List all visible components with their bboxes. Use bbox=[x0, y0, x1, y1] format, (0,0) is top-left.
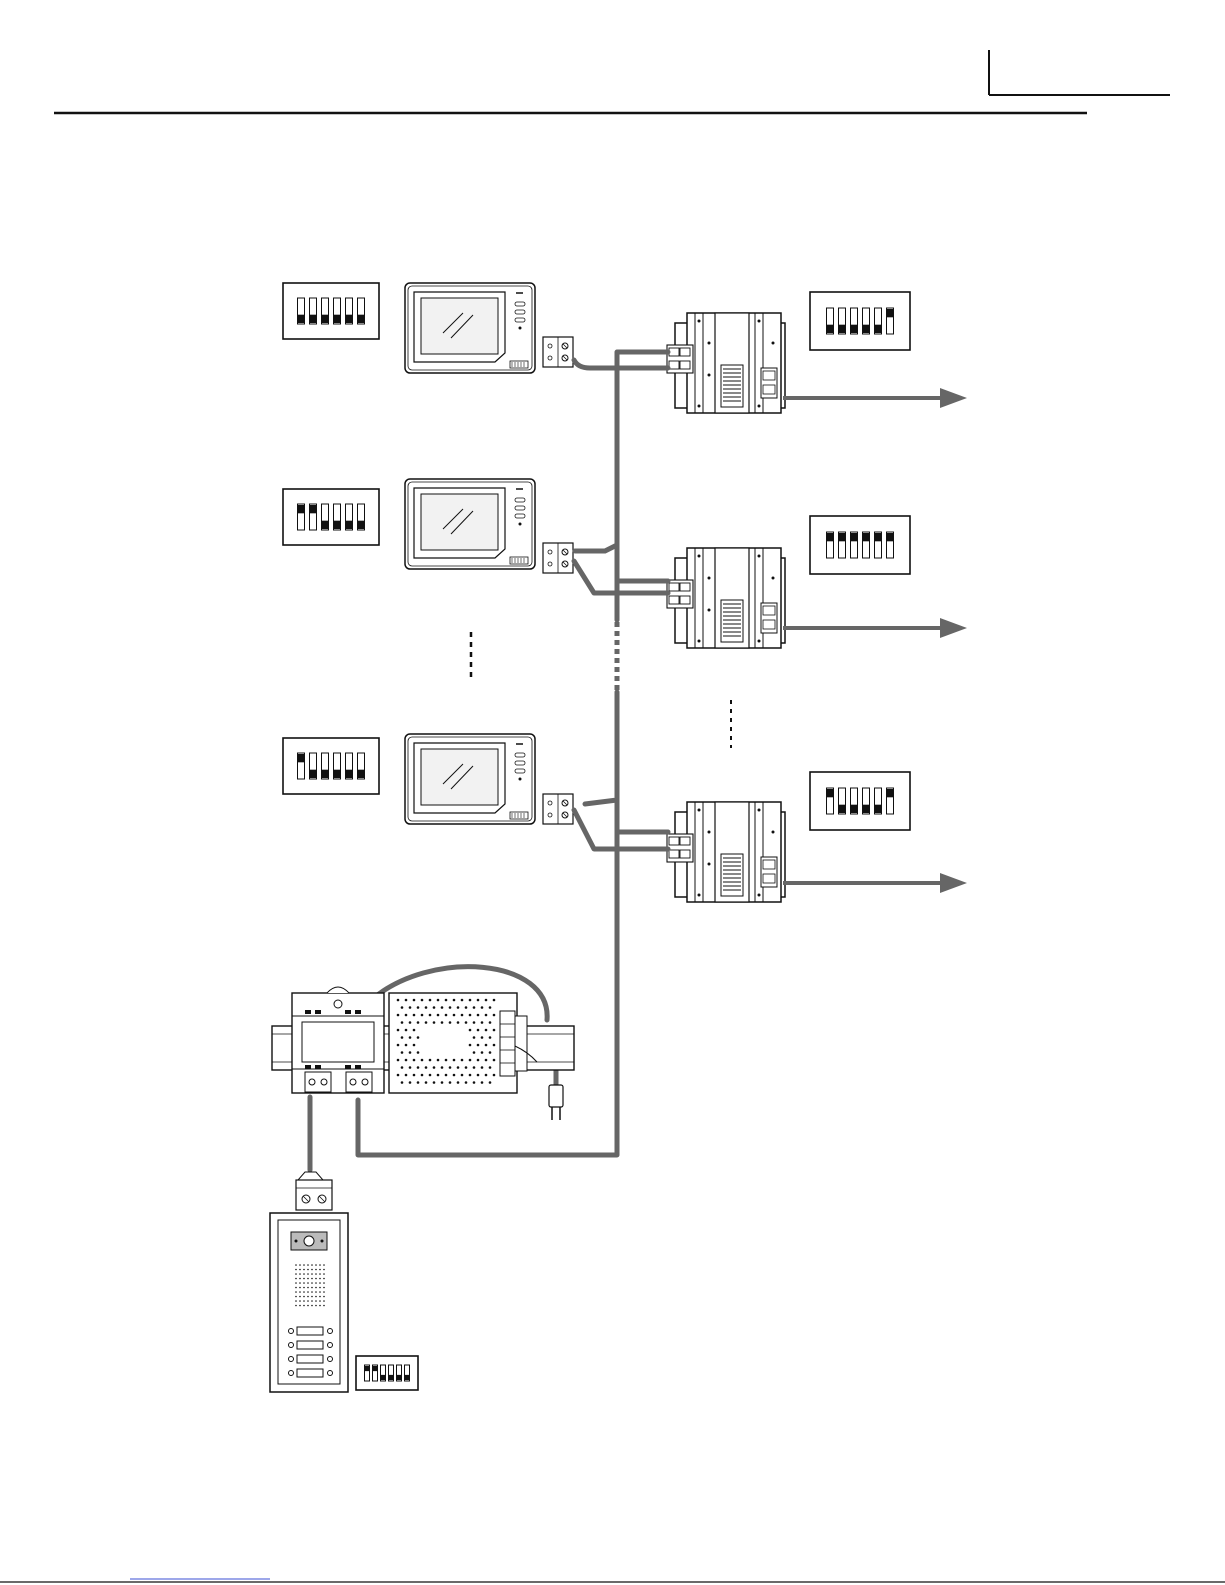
dip-switch-monitor-1 bbox=[283, 283, 379, 339]
dip-slider bbox=[346, 753, 353, 779]
door-panel-connector bbox=[296, 1172, 332, 1210]
dip-slider bbox=[875, 532, 882, 558]
dip-slider bbox=[863, 308, 870, 334]
rail-controller bbox=[292, 987, 384, 1093]
dip-slider bbox=[397, 1365, 402, 1381]
video-distributor-1 bbox=[667, 313, 785, 413]
dip-slider bbox=[358, 753, 365, 779]
dip-slider bbox=[875, 308, 882, 334]
power-supply bbox=[389, 993, 537, 1093]
dip-slider bbox=[405, 1365, 410, 1381]
dip-slider bbox=[839, 308, 846, 334]
dip-switch-monitor-3 bbox=[283, 738, 379, 794]
dip-slider bbox=[389, 1365, 394, 1381]
dip-slider bbox=[365, 1365, 370, 1381]
dip-slider bbox=[851, 308, 858, 334]
dip-slider bbox=[334, 504, 341, 530]
dip-slider bbox=[839, 532, 846, 558]
dip-slider bbox=[298, 753, 305, 779]
dip-slider bbox=[322, 504, 329, 530]
dip-switch-distributor-2 bbox=[810, 516, 910, 574]
dip-slider bbox=[298, 298, 305, 324]
dip-slider bbox=[851, 788, 858, 814]
dip-slider bbox=[851, 532, 858, 558]
mains-plug-icon bbox=[549, 1085, 563, 1120]
dip-slider bbox=[358, 298, 365, 324]
monitor-2-terminal bbox=[543, 543, 573, 573]
video-distributor-3 bbox=[667, 802, 785, 902]
dip-slider bbox=[887, 308, 894, 334]
dip-slider bbox=[346, 504, 353, 530]
indoor-monitor-3 bbox=[405, 734, 535, 824]
dip-slider bbox=[373, 1365, 378, 1381]
dip-slider bbox=[839, 788, 846, 814]
dip-switch-distributor-3 bbox=[810, 772, 910, 830]
video-distributor-2 bbox=[667, 548, 785, 648]
dip-slider bbox=[298, 504, 305, 530]
dip-slider bbox=[346, 298, 353, 324]
dip-slider bbox=[875, 788, 882, 814]
dip-switch-door-panel bbox=[356, 1356, 418, 1390]
dip-switch-monitor-2 bbox=[283, 489, 379, 545]
dip-slider bbox=[827, 788, 834, 814]
dip-slider bbox=[334, 298, 341, 324]
dip-slider bbox=[887, 788, 894, 814]
dip-slider bbox=[863, 532, 870, 558]
dip-slider bbox=[381, 1365, 386, 1381]
dip-slider bbox=[887, 532, 894, 558]
dip-slider bbox=[334, 753, 341, 779]
dip-slider bbox=[827, 532, 834, 558]
outdoor-door-panel bbox=[270, 1213, 348, 1392]
dip-slider bbox=[310, 753, 317, 779]
monitor-1-terminal bbox=[543, 337, 573, 367]
page-header-rule bbox=[54, 50, 1170, 113]
dip-slider bbox=[322, 753, 329, 779]
dip-slider bbox=[863, 788, 870, 814]
dip-switch-distributor-1 bbox=[810, 292, 910, 350]
dip-slider bbox=[310, 504, 317, 530]
dip-slider bbox=[322, 298, 329, 324]
dip-slider bbox=[827, 308, 834, 334]
indoor-monitor-2 bbox=[405, 479, 535, 569]
indoor-monitor-1 bbox=[405, 283, 535, 373]
dip-slider bbox=[358, 504, 365, 530]
monitor-3-terminal bbox=[543, 794, 573, 824]
dip-slider bbox=[310, 298, 317, 324]
